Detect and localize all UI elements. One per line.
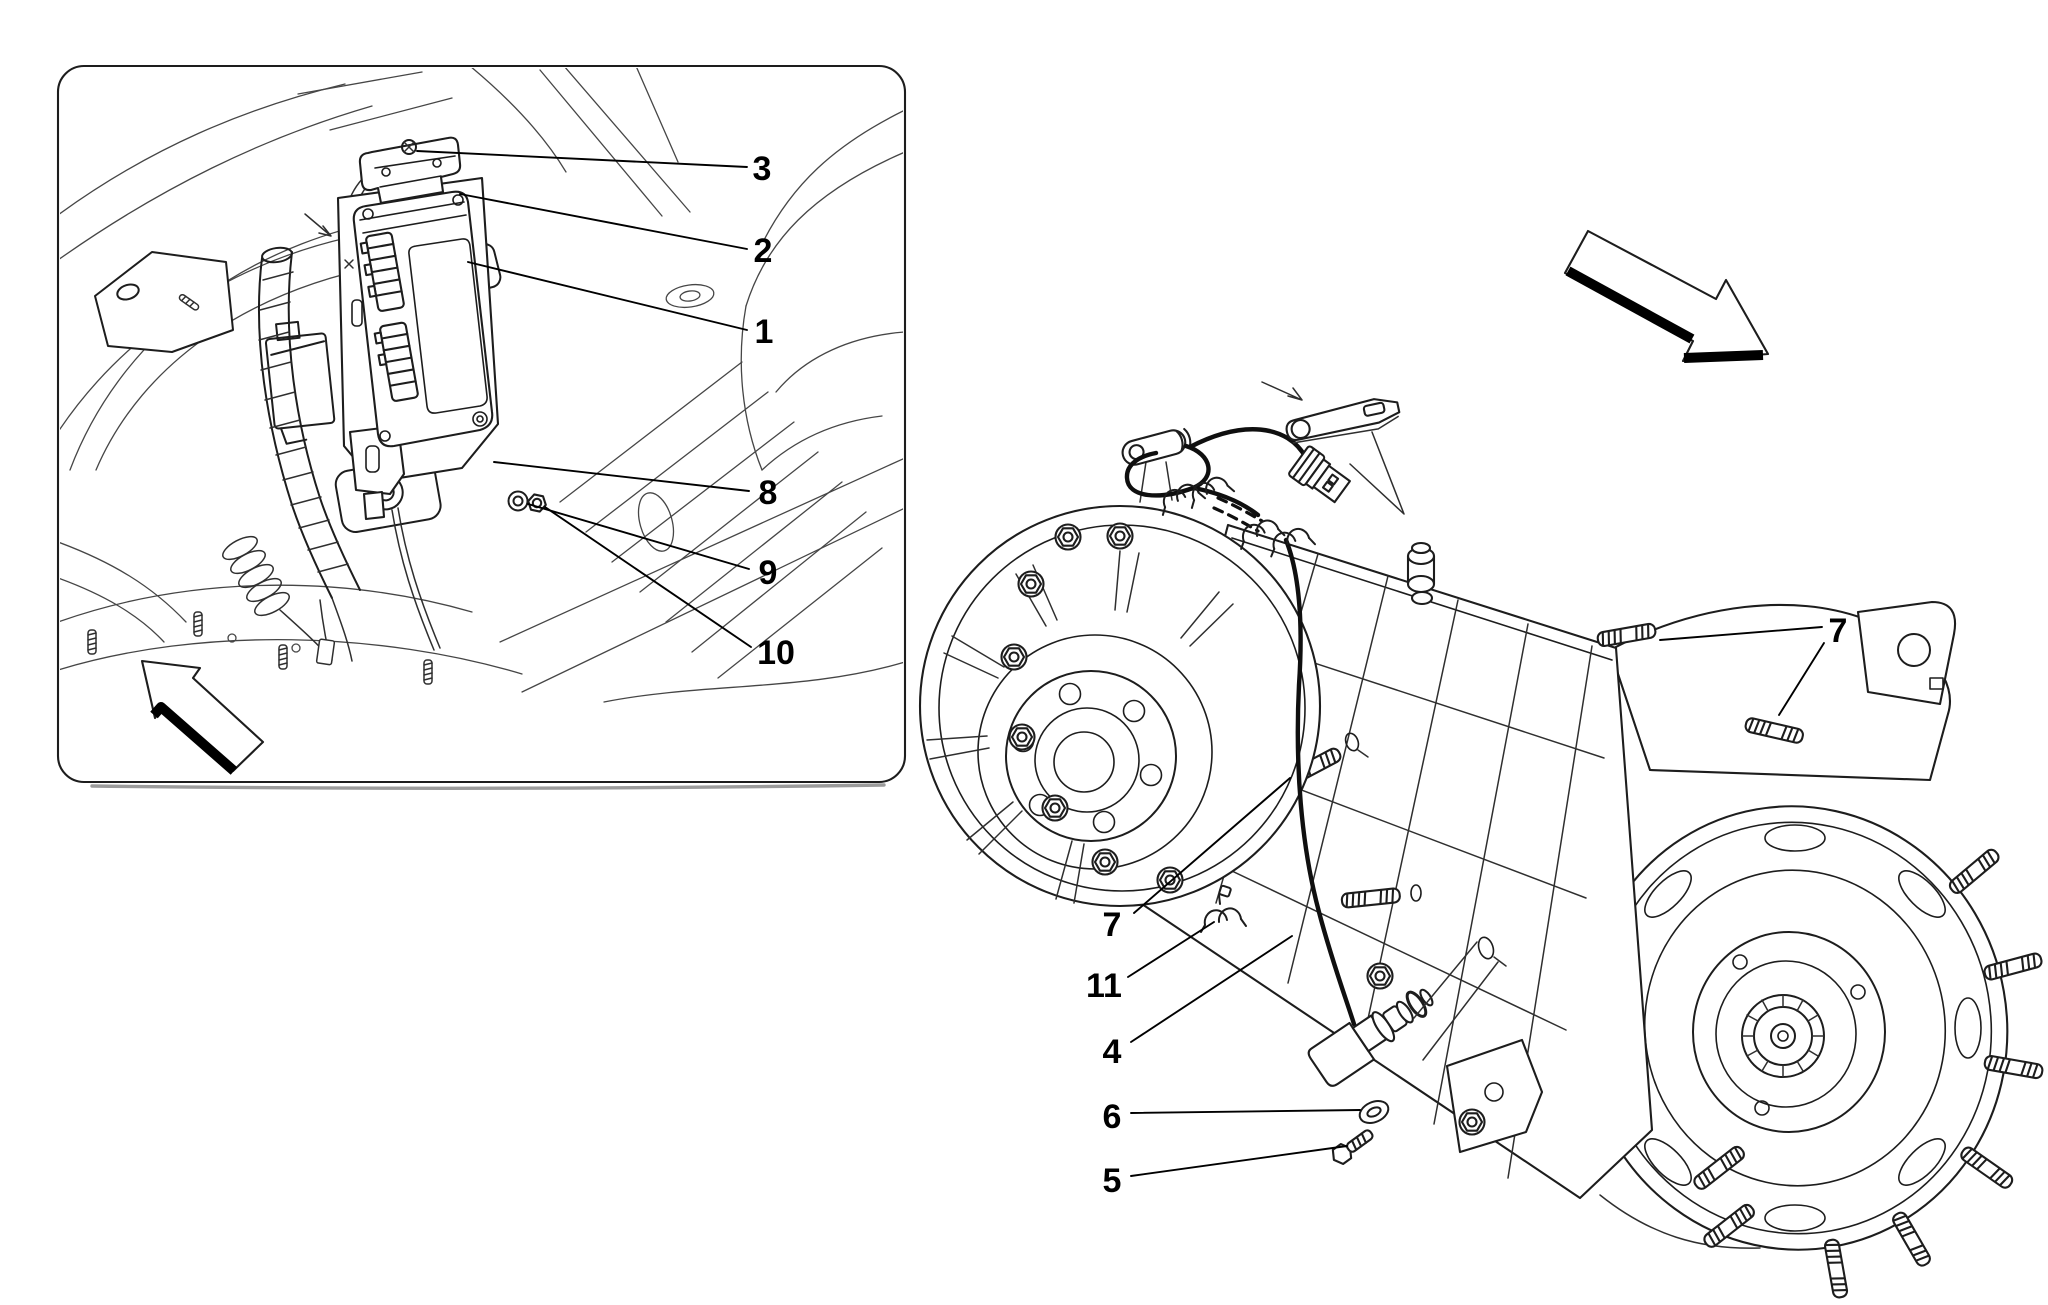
callout-label-10: 10 xyxy=(757,634,795,672)
callout-label-9: 9 xyxy=(759,554,778,592)
splined-hub xyxy=(1741,994,1825,1078)
install-bracket xyxy=(1285,398,1401,444)
callout-label-6: 6 xyxy=(1103,1098,1122,1136)
main-callouts: 7 7 11 4 6 5 xyxy=(1086,612,1847,1200)
sensor-washer xyxy=(1358,1100,1390,1124)
ecu-connector-block-2 xyxy=(373,321,419,402)
bracket-screw xyxy=(401,139,417,155)
cable-ring-terminal xyxy=(1121,427,1192,466)
callout-label-7-right: 7 xyxy=(1829,612,1848,650)
ecu-connector-block-1 xyxy=(359,231,405,312)
arrow-down-right-icon xyxy=(1563,229,1770,363)
callout-label-1: 1 xyxy=(755,313,774,351)
retaining-clip xyxy=(1200,884,1247,933)
ecu-assembly xyxy=(336,136,547,521)
bell-fins xyxy=(926,550,1234,904)
bell-housing xyxy=(918,504,1322,908)
bell-face-holes xyxy=(1011,682,1163,834)
thin-pointer-arrow-icon xyxy=(1349,431,1405,515)
sensor-cable-assembly xyxy=(1121,381,1507,1166)
callout-label-2: 2 xyxy=(754,232,773,270)
rear-housing xyxy=(1599,600,1957,1249)
callout-label-7-left: 7 xyxy=(1103,906,1122,944)
inset-car-body-art xyxy=(60,68,903,703)
small-install-arrow-icon xyxy=(1261,381,1303,401)
breather-plug xyxy=(1406,541,1436,606)
callout-label-8: 8 xyxy=(759,474,778,512)
inset-leader-lines xyxy=(416,150,752,648)
flange-slots xyxy=(1644,824,1982,1232)
cable-connector-plug xyxy=(1288,445,1351,504)
main-leader-lines xyxy=(1127,626,1825,1177)
inset-panel: 3 2 1 8 9 10 xyxy=(56,64,907,790)
speed-sensor xyxy=(1307,988,1434,1087)
inset-panel-shadow xyxy=(90,783,886,790)
sensor-bolt xyxy=(1331,1129,1374,1166)
inset-callouts: 3 2 1 8 9 10 xyxy=(753,150,795,672)
arrow-up-left-icon xyxy=(140,659,265,775)
main-diagram: 7 7 11 4 6 5 xyxy=(918,229,2045,1300)
callout-label-11: 11 xyxy=(1086,967,1122,1005)
callout-label-5: 5 xyxy=(1103,1162,1122,1200)
callout-label-4: 4 xyxy=(1103,1033,1122,1071)
callout-label-3: 3 xyxy=(753,150,772,188)
